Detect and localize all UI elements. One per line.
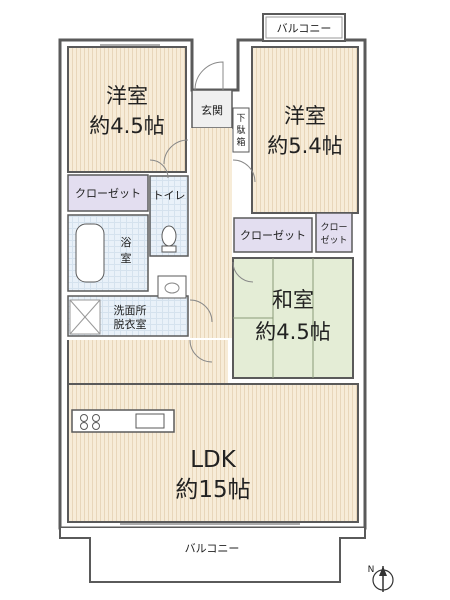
japanese-room-size: 約4.5帖	[255, 320, 330, 344]
north-mark-label: N	[368, 565, 375, 575]
shoe-box: 下 駄 箱	[232, 107, 250, 153]
shoe-box-char-1: 下	[236, 114, 245, 124]
toilet: トイレ	[149, 175, 189, 257]
western-room-1-size: 約4.5帖	[89, 114, 164, 138]
entrance: 玄関	[191, 61, 233, 129]
washroom: 洗面所 脱衣室	[67, 275, 189, 337]
north-arrow-icon: N	[368, 565, 394, 592]
entrance-label: 玄関	[201, 103, 223, 117]
shoe-box-char-2: 駄	[236, 124, 245, 136]
closet-room-1-label: クローゼット	[75, 187, 141, 200]
closet-room-1: クローゼット	[67, 174, 149, 212]
top-balcony: バルコニー	[262, 13, 346, 42]
bath-char-2: 室	[121, 251, 132, 265]
shoe-box-char-3: 箱	[236, 136, 245, 148]
western-room-2-size: 約5.4帖	[267, 134, 342, 158]
western-room-1-name: 洋室	[106, 84, 148, 108]
closet-small-line-2: ゼット	[320, 234, 347, 246]
toilet-label: トイレ	[153, 189, 186, 202]
bathroom: 浴 室	[67, 214, 149, 292]
japanese-room: 和室 約4.5帖	[232, 257, 354, 379]
hallway	[190, 128, 232, 338]
ldk: LDK 約15帖	[67, 340, 359, 525]
balcony-bottom-label: バルコニー	[185, 542, 240, 555]
washroom-line-1: 洗面所	[114, 304, 147, 317]
japanese-room-name: 和室	[272, 288, 314, 312]
washroom-line-2: 脱衣室	[114, 317, 147, 331]
ldk-size: 約15帖	[175, 477, 250, 503]
western-room-2-name: 洋室	[284, 104, 326, 128]
door-swings	[149, 139, 256, 363]
western-room-2: 洋室 約5.4帖	[251, 46, 359, 214]
closet-room-2-label: クローゼット	[240, 229, 306, 242]
balcony-top-label: バルコニー	[277, 22, 332, 35]
closet-small: クロー ゼット	[315, 212, 353, 253]
ldk-name: LDK	[190, 447, 237, 473]
closet-room-2: クローゼット	[233, 217, 313, 253]
western-room-1: 洋室 約4.5帖	[67, 44, 187, 173]
bottom-balcony: バルコニー	[59, 528, 366, 583]
closet-small-line-1: クロー	[320, 222, 347, 233]
bath-char-1: 浴	[121, 236, 132, 249]
